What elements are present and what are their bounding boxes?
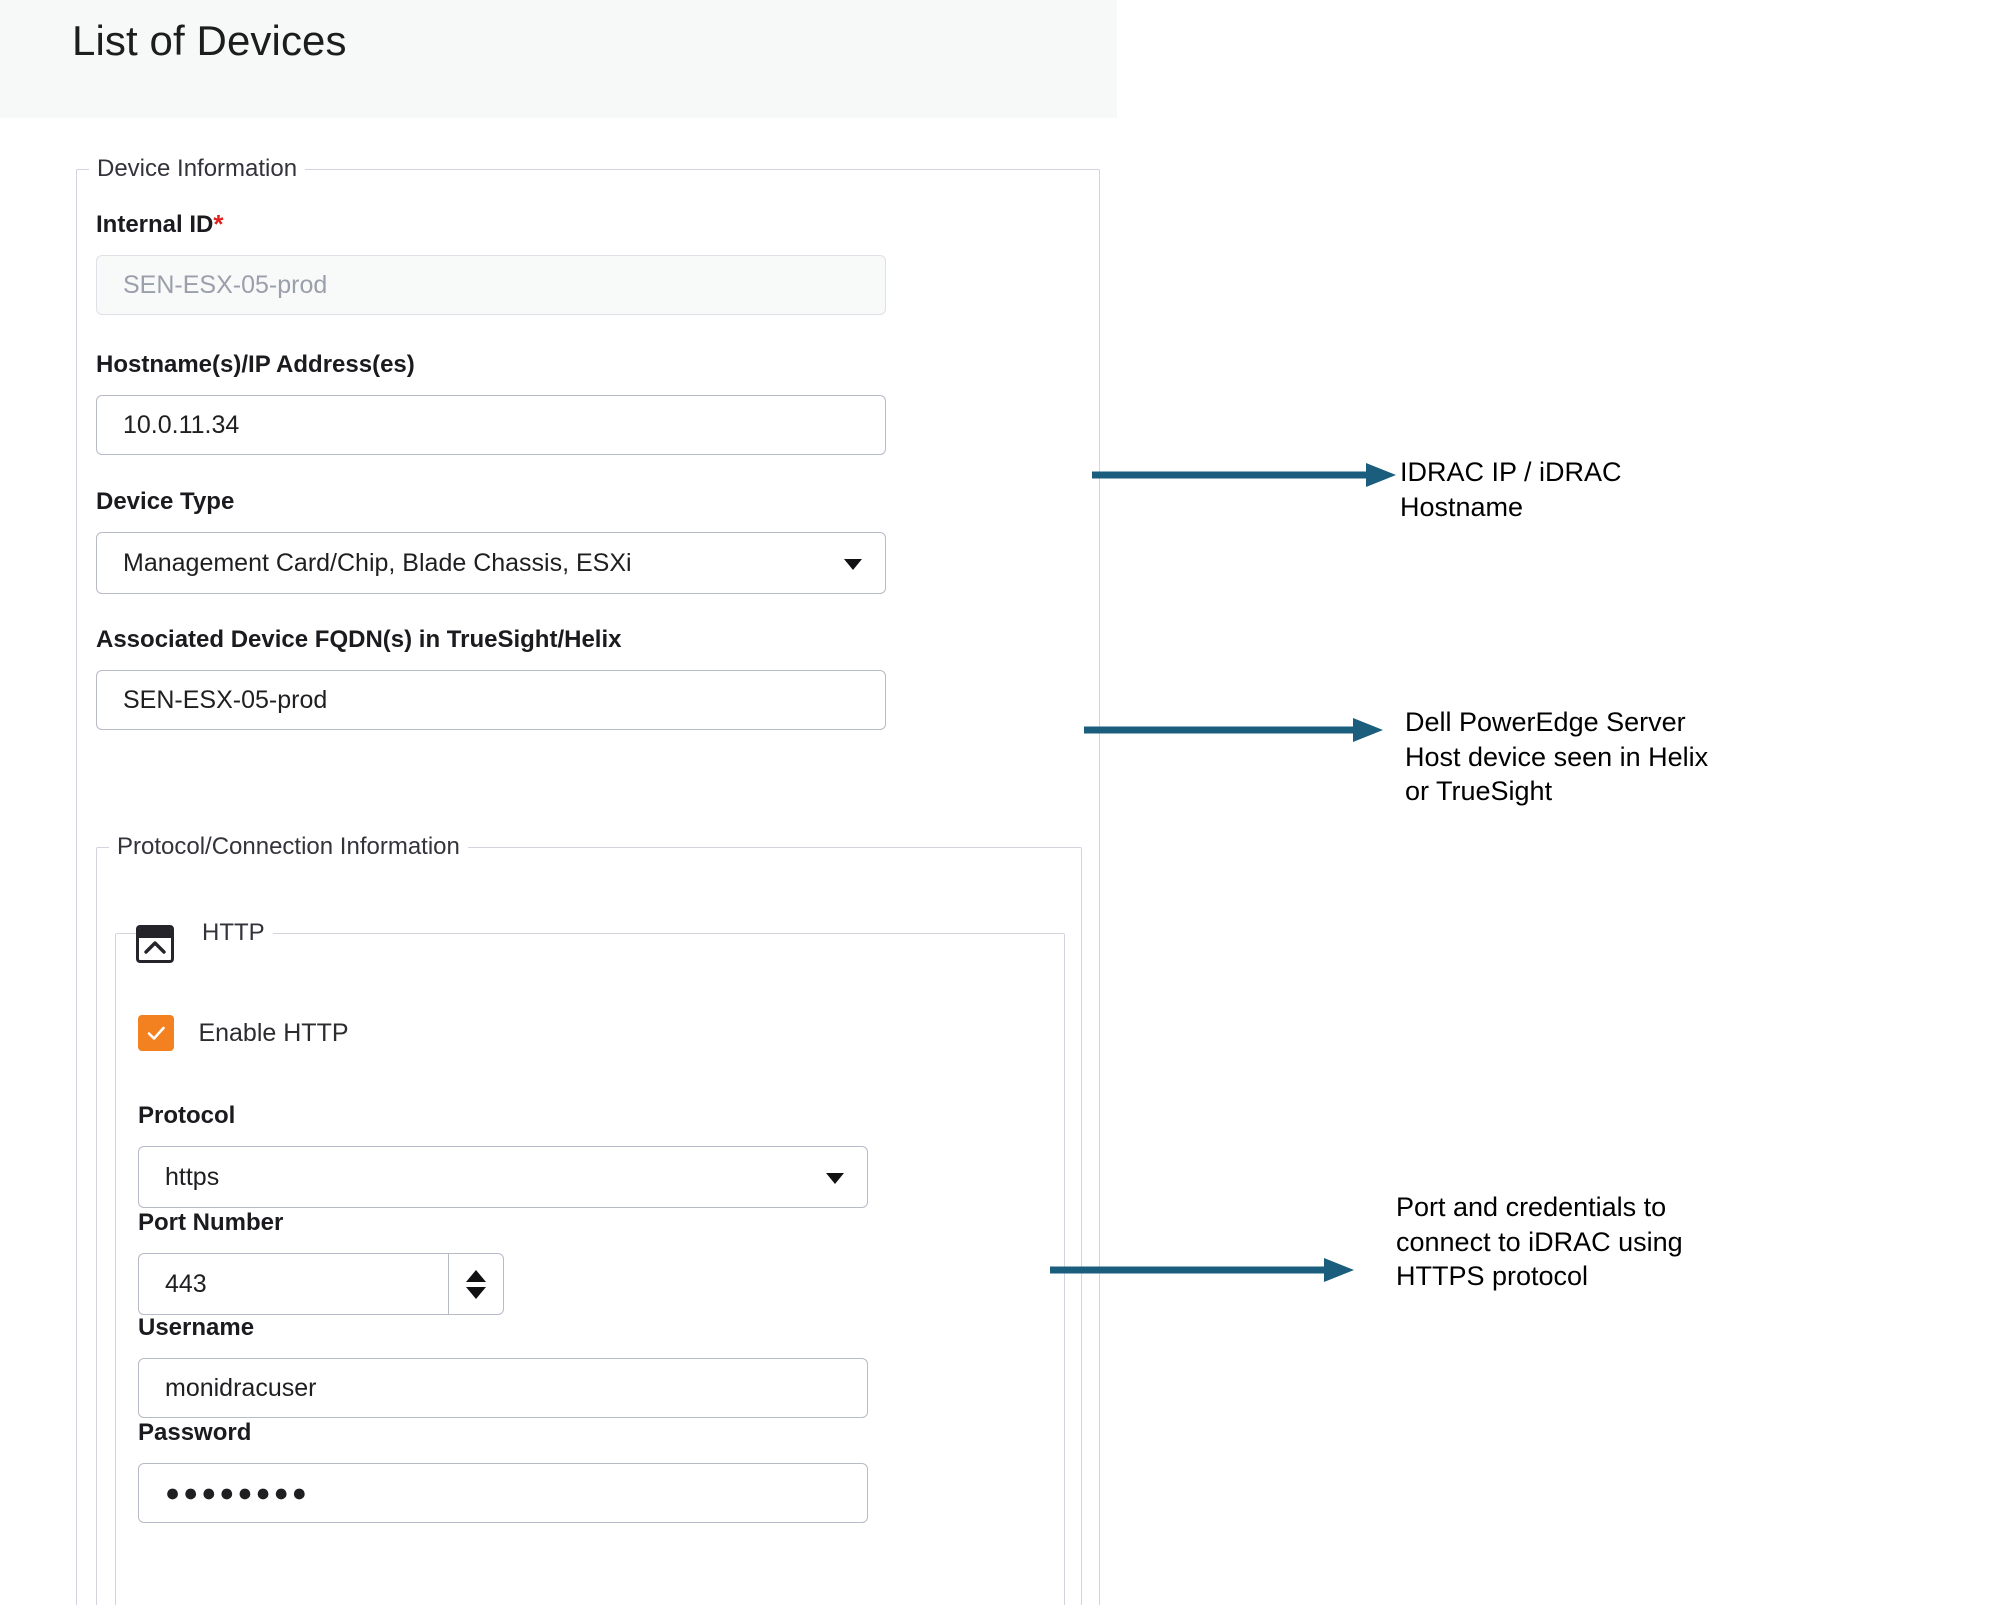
hostname-ip-input[interactable] (96, 395, 886, 455)
annotation-text-3: Port and credentials to connect to iDRAC… (1396, 1192, 1683, 1292)
triangle-up-icon[interactable] (466, 1269, 486, 1282)
protocol-label: Protocol (138, 1102, 236, 1129)
icon-title-bar (139, 928, 171, 938)
password-group: Password ●●●●●●●● (138, 1419, 868, 1523)
password-label: Password (138, 1419, 252, 1446)
annotation-text-2: Dell PowerEdge Server Host device seen i… (1405, 707, 1709, 807)
required-asterisk: * (213, 209, 224, 239)
protocol-select[interactable]: https (138, 1146, 868, 1208)
enable-http-label: Enable HTTP (198, 1018, 349, 1047)
port-number-label: Port Number (138, 1209, 284, 1236)
protocol-connection-fieldset: Protocol/Connection Information HTTP (96, 833, 1082, 1605)
chevron-up-box-icon[interactable] (136, 925, 174, 963)
device-type-selected-value: Management Card/Chip, Blade Chassis, ESX… (96, 532, 886, 594)
username-label: Username (138, 1314, 255, 1341)
annotation-arrow-1 (1092, 463, 1396, 487)
username-group: Username (138, 1314, 868, 1418)
hostname-ip-group: Hostname(s)/IP Address(es) (96, 351, 886, 455)
device-information-fieldset: Device Information Internal ID* Hostname… (76, 155, 1100, 1605)
enable-http-checkbox[interactable] (138, 1015, 174, 1051)
annotation-text-1: IDRAC IP / iDRAC Hostname (1400, 457, 1622, 522)
internal-id-label: Internal ID* (96, 209, 224, 239)
associated-fqdn-group: Associated Device FQDN(s) in TrueSight/H… (96, 626, 886, 730)
device-type-label: Device Type (96, 488, 235, 515)
device-type-group: Device Type Management Card/Chip, Blade … (96, 488, 886, 594)
device-information-legend: Device Information (97, 155, 298, 182)
annotation-arrow-2 (1084, 718, 1383, 742)
hostname-ip-label: Hostname(s)/IP Address(es) (96, 351, 415, 378)
associated-fqdn-label: Associated Device FQDN(s) in TrueSight/H… (96, 626, 622, 653)
protocol-selected-value: https (138, 1146, 868, 1208)
associated-fqdn-input[interactable] (96, 670, 886, 730)
password-masked-value: ●●●●●●●● (165, 1479, 310, 1507)
port-number-input[interactable] (138, 1253, 448, 1315)
username-input[interactable] (138, 1358, 868, 1418)
device-type-select[interactable]: Management Card/Chip, Blade Chassis, ESX… (96, 532, 886, 594)
triangle-down-icon[interactable] (466, 1286, 486, 1299)
http-fieldset: HTTP (115, 919, 1065, 1605)
port-number-spin-buttons[interactable] (448, 1253, 504, 1315)
check-icon (147, 1026, 165, 1040)
protocol-group: Protocol https (138, 1102, 868, 1208)
internal-id-input[interactable] (96, 255, 886, 315)
port-number-group: Port Number (138, 1209, 868, 1315)
password-input[interactable]: ●●●●●●●● (138, 1463, 868, 1523)
header-band (0, 0, 1117, 118)
enable-http-row[interactable]: Enable HTTP (138, 1015, 349, 1051)
chevron-up-glyph (144, 941, 166, 954)
annotation-arrow-3 (1050, 1258, 1354, 1282)
page-title: List of Devices (72, 17, 347, 64)
internal-id-group: Internal ID* (96, 211, 886, 315)
http-legend: HTTP (202, 919, 265, 946)
port-number-stepper[interactable] (138, 1253, 868, 1315)
protocol-connection-legend: Protocol/Connection Information (117, 833, 460, 860)
